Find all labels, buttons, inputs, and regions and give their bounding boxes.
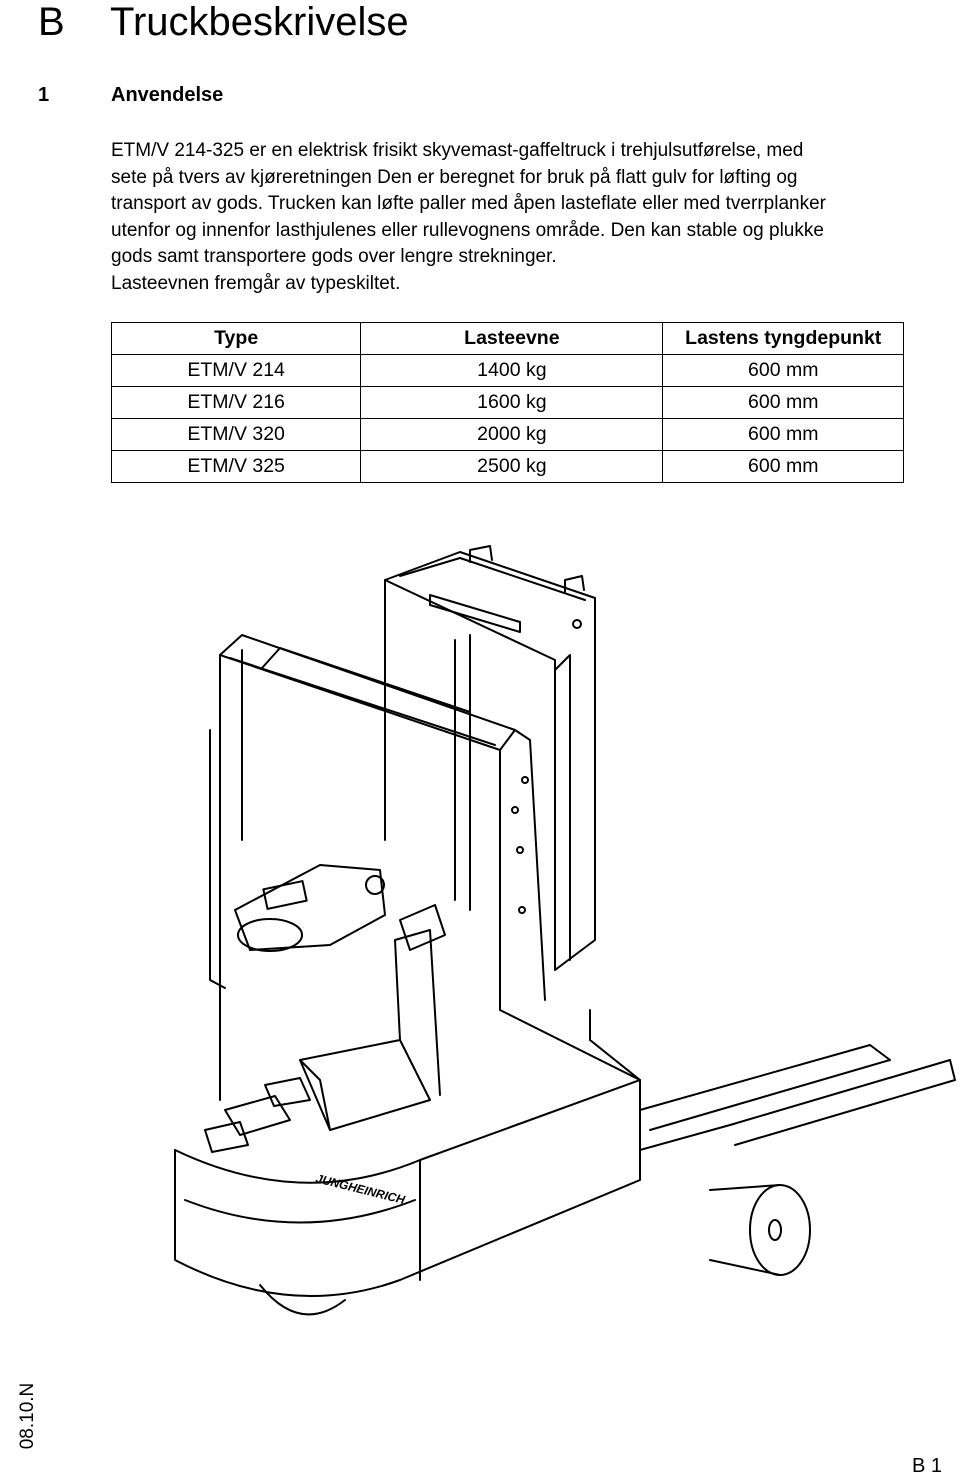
body-line: ETM/V 214-325 er en elektrisk frisikt sk… (111, 140, 804, 161)
document-code: 08.10.N (17, 1382, 38, 1450)
pedals-drawing (204, 1077, 311, 1153)
table-header-row: Type Lasteevne Lastens tyngdepunkt (110, 322, 904, 355)
body-line: sete på tvers av kjøreretningen Den er b… (111, 166, 798, 188)
body-paragraph: ETM/V 214-325 er en elektrisk frisikt sk… (111, 138, 960, 297)
chapter-title: Truckbeskrivelse (110, 0, 409, 44)
seat-drawing (299, 929, 441, 1131)
cell-load-centre: 600 mm (662, 354, 904, 387)
chapter-letter: B (38, 0, 65, 44)
cell-capacity: 1400 kg (360, 354, 664, 387)
header-capacity: Lasteevne (360, 322, 664, 355)
cell-load-centre: 600 mm (662, 386, 904, 419)
cell-type: ETM/V 325 (110, 450, 362, 483)
table-row: ETM/V 214 1400 kg 600 mm (110, 354, 904, 387)
body-line: gods samt transportere gods over lengre … (111, 246, 557, 267)
mast-drawing (384, 545, 596, 971)
body-line: Lasteevnen fremgår av typeskiltet. (111, 272, 401, 294)
forks-drawing (639, 1044, 956, 1276)
dashboard-drawing (234, 864, 446, 952)
cell-capacity: 2500 kg (360, 450, 664, 483)
header-type: Type (110, 322, 362, 355)
cell-type: ETM/V 216 (110, 386, 362, 419)
body-line: transport av gods. Trucken kan løfte pal… (111, 193, 826, 214)
table-row: ETM/V 325 2500 kg 600 mm (110, 450, 904, 483)
body-line: utenfor og innenfor lasthjulenes eller r… (111, 219, 824, 241)
section-heading: 1 Anvendelse (38, 84, 223, 107)
chapter-heading: B Truckbeskrivelse (38, 0, 409, 44)
cell-capacity: 2000 kg (360, 418, 664, 451)
table-row: ETM/V 320 2000 kg 600 mm (110, 418, 904, 451)
cell-type: ETM/V 214 (110, 354, 362, 387)
chassis-drawing (174, 1009, 641, 1316)
cell-type: ETM/V 320 (110, 418, 362, 451)
section-title: Anvendelse (111, 84, 224, 106)
cell-load-centre: 600 mm (662, 450, 904, 483)
table-row: ETM/V 216 1600 kg 600 mm (110, 386, 904, 419)
cell-load-centre: 600 mm (662, 418, 904, 451)
capacity-table: Type Lasteevne Lastens tyngdepunkt ETM/V… (110, 322, 904, 483)
header-load-centre: Lastens tyngdepunkt (662, 322, 904, 355)
section-number: 1 (38, 84, 50, 106)
brand-logo: JUNGHEINRICH (314, 1171, 406, 1207)
reach-truck-illustration: JUNGHEINRICH (174, 545, 956, 1316)
overhead-guard-drawing (209, 634, 546, 1101)
cell-capacity: 1600 kg (360, 386, 664, 419)
page-number: B 1 (911, 1455, 942, 1477)
